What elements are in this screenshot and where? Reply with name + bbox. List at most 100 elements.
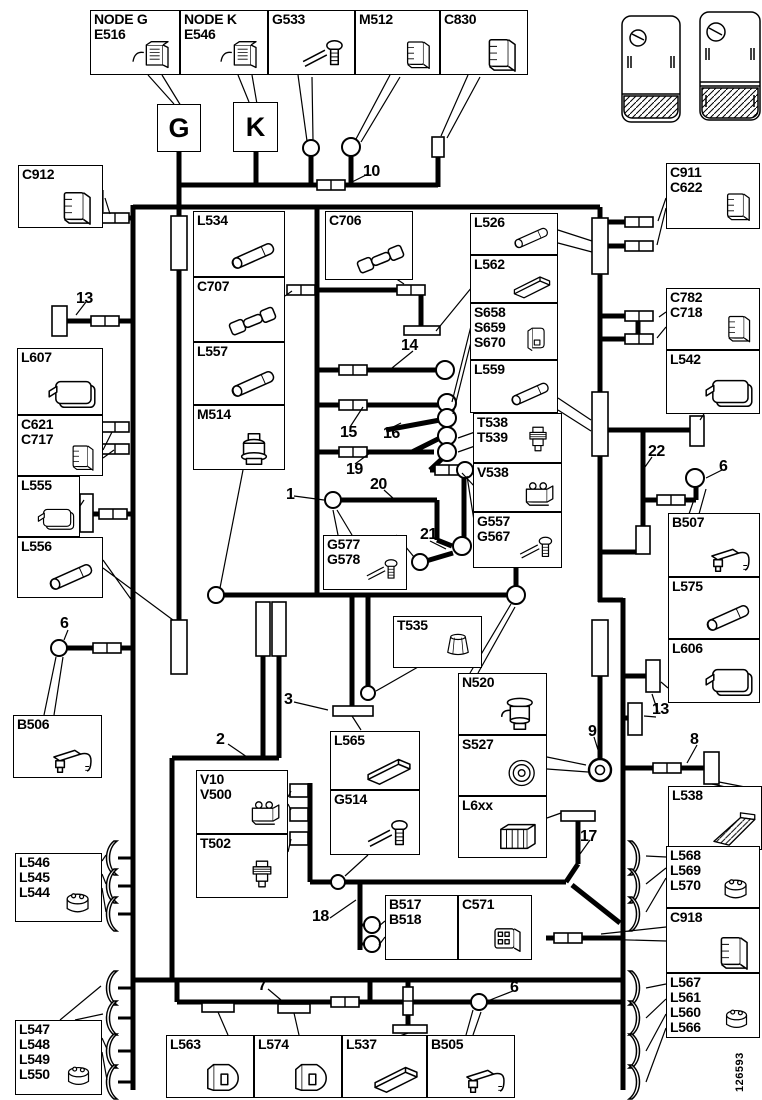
harness-branch-wires xyxy=(118,788,366,1084)
junction-nodes xyxy=(50,137,705,1011)
component-box-c571: C571 xyxy=(458,895,532,960)
component-id: B518 xyxy=(389,911,422,927)
component-id: L565 xyxy=(334,732,365,748)
component-label: L542 xyxy=(670,352,701,367)
component-id: L545 xyxy=(19,869,50,885)
inline-connector-icon xyxy=(227,305,278,337)
component-id: L548 xyxy=(19,1036,50,1052)
component-id: C717 xyxy=(21,431,54,447)
component-box-b507: B507 xyxy=(668,513,760,577)
wire-label-3: 3 xyxy=(284,691,293,708)
component-id: N520 xyxy=(462,674,495,690)
node-letter-k: K xyxy=(233,102,278,152)
component-id: NODE G xyxy=(94,11,148,27)
component-id: S658 xyxy=(474,304,506,320)
component-label: S527 xyxy=(462,737,494,752)
component-id: L568 xyxy=(670,847,701,863)
tube-lamp-icon xyxy=(48,562,94,592)
component-id: L607 xyxy=(21,349,52,365)
component-id: L567 xyxy=(670,974,701,990)
lamp-icon xyxy=(48,380,96,409)
component-box-g533: G533 xyxy=(268,10,355,75)
component-id: C622 xyxy=(670,179,703,195)
component-id: L537 xyxy=(346,1036,377,1052)
component-box-g514: G514 xyxy=(330,790,420,855)
wire-label-16: 16 xyxy=(383,425,400,442)
lamp-icon xyxy=(705,379,753,408)
pump-reservoir-icon xyxy=(500,697,533,730)
connector-icon xyxy=(720,936,748,970)
component-label: L565 xyxy=(334,733,365,748)
component-id: B505 xyxy=(431,1036,464,1052)
multi-pin-connector-icon xyxy=(494,928,521,952)
component-label: M514 xyxy=(197,407,231,422)
component-label: C912 xyxy=(22,167,55,182)
ground-bolt-icon xyxy=(519,536,553,559)
wire-label-6-right: 6 xyxy=(719,458,728,475)
lens-icon xyxy=(367,758,411,785)
sensor-icon xyxy=(466,1069,505,1093)
component-label: L537 xyxy=(346,1037,377,1052)
component-box-l606: L606 xyxy=(668,639,760,703)
component-id: T502 xyxy=(200,835,231,851)
component-box-c830: C830 xyxy=(440,10,528,75)
drawing-part-number: 126593 xyxy=(734,1052,746,1092)
component-label: T502 xyxy=(200,836,231,851)
connector-shapes xyxy=(51,136,720,1034)
component-label: C918 xyxy=(670,910,703,925)
component-id: L570 xyxy=(670,877,701,893)
component-id: L549 xyxy=(19,1051,50,1067)
lamp-icon xyxy=(37,508,75,530)
component-id: C782 xyxy=(670,289,703,305)
component-label: L526 xyxy=(474,215,505,230)
component-box-l563: L563 xyxy=(166,1035,254,1098)
reflector-icon xyxy=(713,812,756,846)
component-label: L555 xyxy=(21,478,52,493)
component-id: L563 xyxy=(170,1036,201,1052)
wire-label-9: 9 xyxy=(588,723,597,740)
wire-label-17: 17 xyxy=(580,828,597,845)
component-id: L566 xyxy=(670,1019,701,1035)
valve-icon xyxy=(251,801,280,825)
component-id: C571 xyxy=(462,896,495,912)
component-id: M512 xyxy=(359,11,393,27)
ground-bolt-icon xyxy=(366,559,398,581)
component-id: B517 xyxy=(389,896,422,912)
bulb-icon xyxy=(725,1009,748,1029)
component-box-b505: B505 xyxy=(427,1035,515,1098)
component-id: L538 xyxy=(672,787,703,803)
component-id: L544 xyxy=(19,884,50,900)
component-label: B505 xyxy=(431,1036,464,1052)
connector-icon xyxy=(406,41,430,70)
component-label: C830 xyxy=(444,12,477,27)
ecu-icon xyxy=(132,41,169,69)
component-id: C911 xyxy=(670,164,702,180)
component-id: C718 xyxy=(670,304,703,320)
motor-pump-icon xyxy=(240,433,268,465)
component-label: V538 xyxy=(477,465,509,480)
sensor-icon xyxy=(53,749,92,773)
component-box-l575: L575 xyxy=(668,577,760,639)
wire-label-8: 8 xyxy=(690,731,699,748)
component-box-l562: L562 xyxy=(470,255,558,303)
lamp-housing-icon xyxy=(295,1063,327,1092)
component-id: S659 xyxy=(474,319,506,335)
